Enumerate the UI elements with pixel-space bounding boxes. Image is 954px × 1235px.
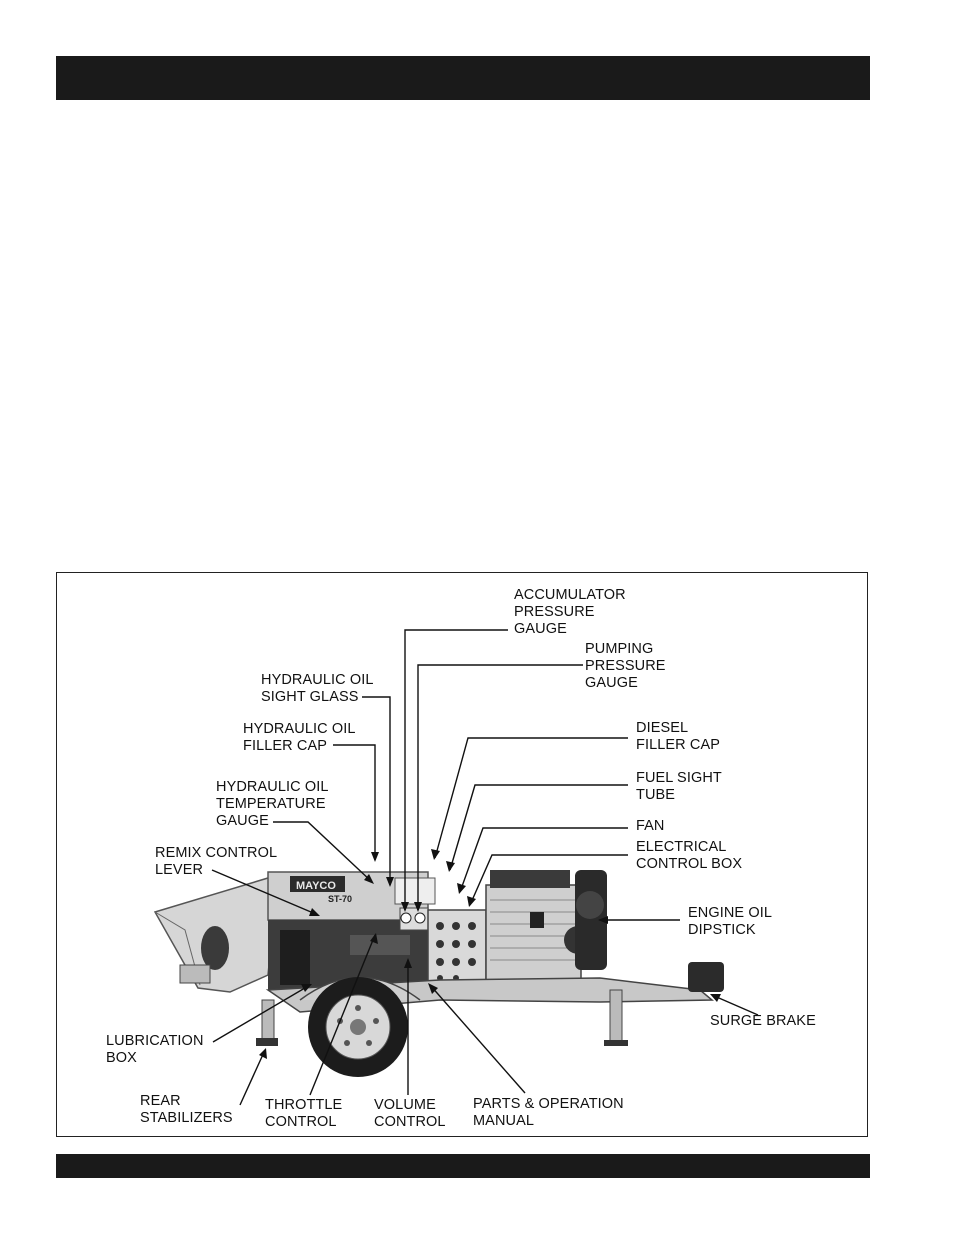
label-parts-operation-manual: PARTS & OPERATION MANUAL: [473, 1096, 624, 1129]
label-rear-stabilizers: REAR STABILIZERS: [140, 1093, 233, 1126]
header-bar: [56, 56, 870, 100]
label-hydraulic-oil-filler-cap: HYDRAULIC OIL FILLER CAP: [243, 721, 356, 754]
brand-text: MAYCO: [296, 880, 336, 892]
label-throttle-control: THROTTLE CONTROL: [265, 1097, 343, 1130]
label-volume-control: VOLUME CONTROL: [374, 1097, 446, 1130]
label-remix-control-lever: REMIX CONTROL LEVER: [155, 845, 278, 878]
label-pumping-pressure-gauge: PUMPING PRESSURE GAUGE: [585, 641, 666, 691]
label-diesel-filler-cap: DIESEL FILLER CAP: [636, 720, 720, 753]
label-lubrication-box: LUBRICATION BOX: [106, 1033, 204, 1066]
model-text: ST-70: [328, 894, 352, 904]
footer-bar: [56, 1154, 870, 1178]
label-fuel-sight-tube: FUEL SIGHT TUBE: [636, 770, 722, 803]
label-hydraulic-oil-sight-glass: HYDRAULIC OIL SIGHT GLASS: [261, 672, 374, 705]
leader-arrowheads: [259, 849, 721, 1059]
label-surge-brake: SURGE BRAKE: [710, 1013, 816, 1029]
trailer-drawing: MAYCO ST-70: [153, 870, 724, 1077]
leader-lines: [211, 629, 759, 1106]
figure-frame: [56, 572, 868, 1137]
label-fan: FAN: [636, 818, 665, 834]
label-accumulator-pressure-gauge: ACCUMULATOR PRESSURE GAUGE: [514, 587, 626, 637]
label-electrical-control-box: ELECTRICAL CONTROL BOX: [636, 839, 743, 872]
label-hydraulic-oil-temperature-gauge: HYDRAULIC OIL TEMPERATURE GAUGE: [216, 779, 329, 829]
label-engine-oil-dipstick: ENGINE OIL DIPSTICK: [688, 905, 772, 938]
